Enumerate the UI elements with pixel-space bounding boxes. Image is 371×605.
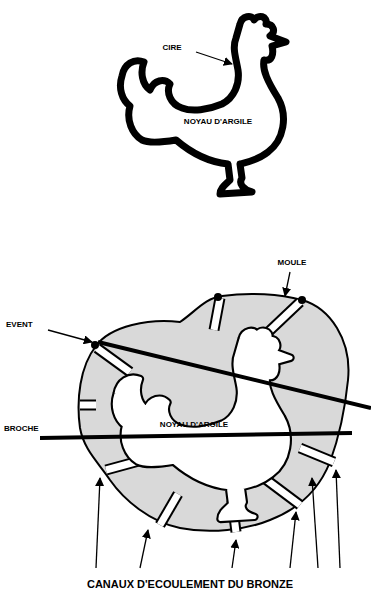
- leader-line: [140, 530, 148, 568]
- channel-edge: [264, 478, 300, 505]
- bronze-channels: [80, 298, 334, 532]
- leader-line: [48, 330, 92, 342]
- leader-line: [232, 540, 236, 568]
- channel-edge: [300, 448, 334, 462]
- channel-edge: [214, 298, 220, 330]
- pin-rod: [40, 433, 352, 438]
- part-label: MOULE: [278, 259, 307, 268]
- channel-edge: [97, 348, 130, 372]
- channel-leaders: [96, 470, 340, 568]
- leader-line: [336, 470, 340, 568]
- channel: [160, 494, 178, 525]
- vent-rod: [98, 342, 371, 408]
- vent-dot: [214, 293, 222, 301]
- part-label: EVENT: [6, 321, 33, 330]
- leader-line: [290, 512, 296, 568]
- channel: [264, 478, 300, 505]
- channel-edge: [80, 400, 96, 411]
- cavity-rooster: [115, 331, 291, 519]
- leader-line: [312, 478, 318, 568]
- part-label: BROCHE: [4, 425, 39, 434]
- mould: [79, 294, 349, 531]
- channel: [80, 402, 96, 409]
- caption-label: CANAUX D'ECOULEMENT DU BRONZE: [87, 578, 293, 590]
- channel: [214, 298, 220, 330]
- channel-edge: [160, 494, 178, 525]
- channel: [300, 448, 334, 462]
- part-label: NOYAU D'ARGILE: [160, 421, 228, 430]
- leader-line: [96, 478, 100, 568]
- vent-dot: [91, 341, 99, 349]
- vent-dot: [298, 296, 306, 304]
- channel: [97, 348, 130, 372]
- wax-rooster: [120, 17, 286, 194]
- part-label: NOYAU D'ARGILE: [184, 118, 252, 127]
- leader-line: [285, 272, 290, 296]
- part-label: CIRE: [162, 44, 181, 53]
- leader-line: [196, 52, 232, 64]
